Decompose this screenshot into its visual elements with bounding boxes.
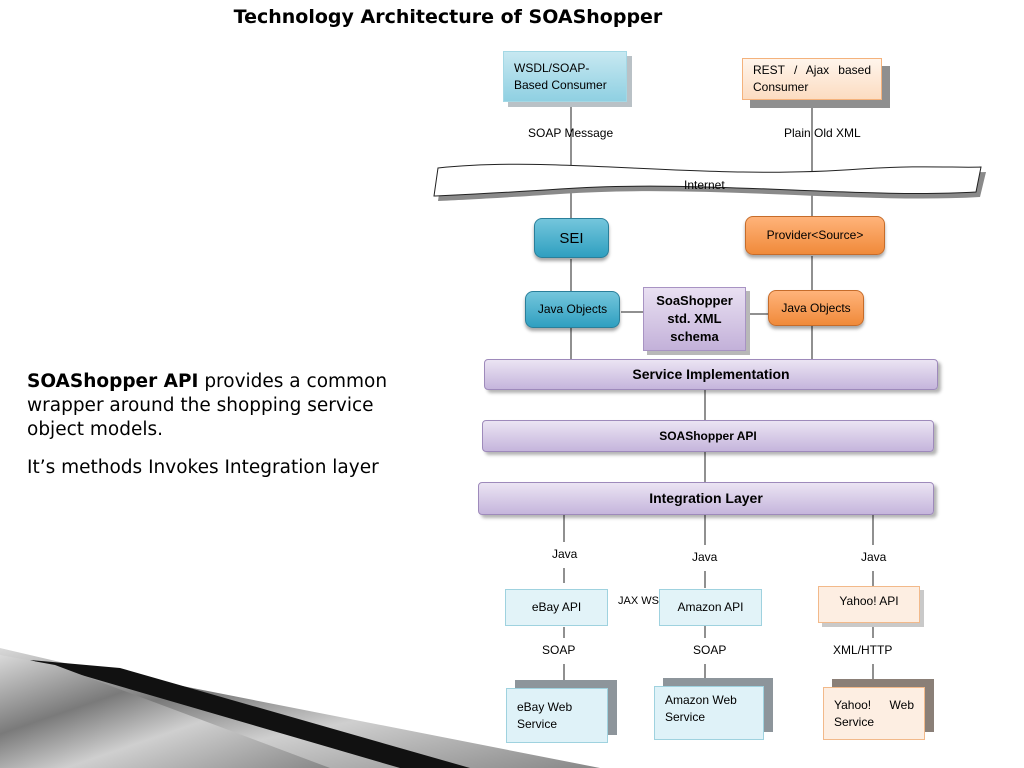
- internet-banner: [433, 163, 982, 197]
- xml-schema-box: SoaShopper std. XML schema: [643, 287, 746, 351]
- java-label-yahoo: Java: [861, 550, 887, 564]
- swoosh-grey-tip: [0, 655, 330, 768]
- java-label-ebay: Java: [552, 547, 578, 561]
- amazon-api-label: Amazon API: [677, 600, 744, 614]
- soashopper-api-layer: SOAShopper API: [482, 420, 934, 452]
- java-objects-right-label: Java Objects: [781, 300, 851, 315]
- service-implementation-label: Service Implementation: [632, 366, 790, 382]
- internet-label: Internet: [684, 178, 725, 192]
- provider-label: Provider<Source>: [766, 228, 864, 242]
- description-paragraph-2: It’s methods Invokes Integration layer: [27, 457, 379, 478]
- java-label-amazon: Java: [692, 550, 718, 564]
- java-objects-right: Java Objects: [768, 290, 864, 326]
- api-description: provides a common wrapper around the sho…: [27, 371, 388, 440]
- yahoo-web-service-label: Yahoo! Web Service: [834, 697, 914, 729]
- xml-schema-label: SoaShopper std. XML schema: [656, 293, 733, 344]
- wsdl-consumer-label: WSDL/SOAP-Based Consumer: [514, 60, 607, 92]
- plain-old-xml-label: Plain Old XML: [784, 126, 861, 140]
- amazon-web-service-label: Amazon Web Service: [665, 693, 737, 724]
- jax-ws-label: JAX WS: [618, 595, 659, 607]
- yahoo-api-label: Yahoo! API: [839, 594, 899, 608]
- yahoo-web-service-box: Yahoo! Web Service: [823, 687, 925, 740]
- ebay-web-service-box: eBay Web Service: [506, 688, 608, 743]
- java-objects-left: Java Objects: [525, 291, 620, 328]
- service-implementation-layer: Service Implementation: [484, 359, 938, 390]
- soashopper-api-label: SOAShopper API: [659, 428, 757, 443]
- wsdl-soap-consumer: WSDL/SOAP-Based Consumer: [503, 51, 627, 102]
- sei-label: SEI: [559, 229, 584, 247]
- java-objects-left-label: Java Objects: [537, 302, 608, 316]
- provider-source-endpoint: Provider<Source>: [745, 216, 885, 255]
- xml-http-label: XML/HTTP: [833, 643, 893, 657]
- description-paragraph-1: SOAShopper API provides a common wrapper…: [27, 370, 432, 442]
- description-text: SOAShopper API provides a common wrapper…: [27, 370, 432, 494]
- ebay-api-box: eBay API: [505, 589, 608, 626]
- integration-layer-label: Integration Layer: [649, 490, 763, 506]
- amazon-web-service-box: Amazon Web Service: [654, 686, 764, 740]
- amazon-api-box: Amazon API: [659, 589, 762, 626]
- soap-label-ebay: SOAP: [542, 643, 576, 657]
- ebay-api-label: eBay API: [531, 600, 582, 614]
- integration-layer: Integration Layer: [478, 482, 934, 515]
- sei-endpoint: SEI: [534, 218, 609, 258]
- swoosh-black-band: [30, 660, 470, 768]
- rest-ajax-consumer: REST / Ajax based Consumer: [742, 58, 882, 100]
- slide-title: Technology Architecture of SOAShopper: [233, 6, 663, 28]
- soap-label-amazon: SOAP: [693, 643, 727, 657]
- api-name-bold: SOAShopper API: [27, 371, 199, 392]
- soap-message-label: SOAP Message: [528, 126, 614, 140]
- ebay-web-service-label: eBay Web Service: [517, 699, 573, 731]
- yahoo-api-box: Yahoo! API: [818, 586, 920, 623]
- rest-consumer-label: REST / Ajax based Consumer: [753, 63, 871, 94]
